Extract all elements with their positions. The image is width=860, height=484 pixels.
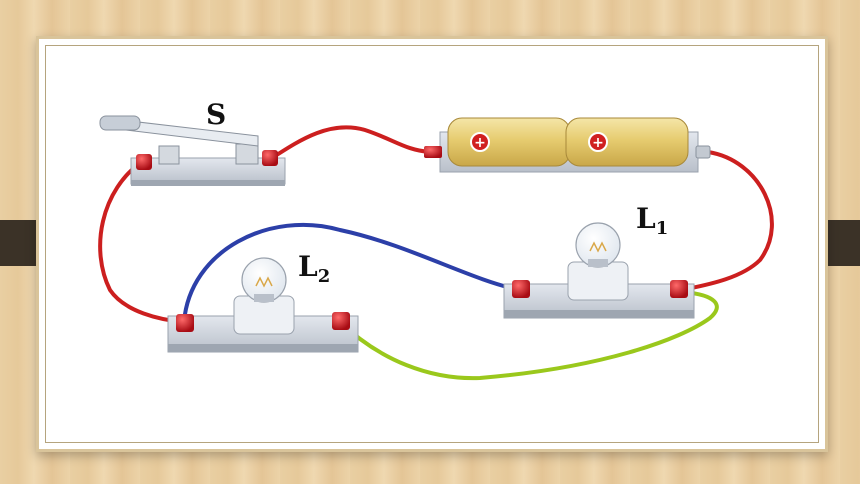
battery-cell-2-symbol: + — [592, 135, 604, 151]
wire-battery-to-lamp1 — [681, 150, 774, 292]
switch — [99, 115, 286, 186]
wire-switch-to-battery — [270, 125, 431, 160]
lamp-l2-label: L2 — [298, 250, 330, 287]
lamp-l1-socket — [567, 261, 629, 301]
battery-cell-1 — [447, 117, 571, 167]
switch-base — [130, 157, 286, 185]
battery-terminal-left — [424, 146, 442, 158]
switch-terminal-left — [136, 154, 152, 170]
lamp-l1-bulb-neck — [588, 259, 608, 267]
lamp-l1-filament — [589, 241, 607, 253]
lamp-l1: L1 — [503, 202, 695, 319]
lamp-l2-filament — [255, 276, 273, 288]
battery-cell-1-symbol: + — [474, 135, 486, 151]
lamp-l1-base-front — [504, 310, 694, 318]
switch-terminal-right — [262, 150, 278, 166]
switch-base-front — [131, 180, 285, 186]
card-inner-border — [45, 45, 819, 443]
wire-switch-to-lamp2 — [98, 158, 185, 324]
battery-terminal-right — [695, 145, 711, 159]
wire-lamp2-to-lamp1-green — [338, 290, 719, 381]
battery-cell-2 — [565, 117, 689, 167]
lamp-l2-base-front — [168, 344, 358, 352]
lamp-l1-terminal-left — [512, 280, 530, 298]
lamp-l2: L2 — [167, 250, 359, 353]
lamp-l1-label-base: L — [636, 202, 656, 235]
lamp-l1-label-sub: 1 — [656, 218, 669, 239]
switch-label: S — [206, 98, 226, 131]
lamp-l2-label-sub: 2 — [318, 266, 331, 287]
slide-card — [36, 36, 828, 452]
lamp-l2-terminal-left — [176, 314, 194, 332]
switch-handle — [99, 115, 141, 131]
lamp-l2-label-base: L — [298, 250, 318, 283]
battery-cell-1-plus-circle — [470, 132, 490, 152]
lamp-l1-terminal-right — [670, 280, 688, 298]
wire-lamp2-to-lamp1-blue — [182, 222, 521, 323]
switch-contact-left — [158, 145, 180, 165]
switch-contact-right — [235, 143, 259, 165]
lamp-l2-terminal-right — [332, 312, 350, 330]
lamp-l1-label: L1 — [636, 202, 668, 239]
lamp-l2-bulb-neck — [254, 294, 274, 302]
battery: + + — [424, 117, 711, 173]
battery-cell-2-plus-circle — [588, 132, 608, 152]
